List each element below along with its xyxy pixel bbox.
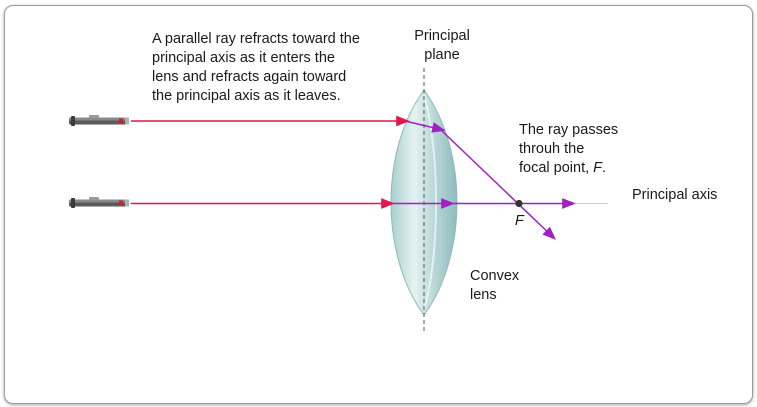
focal-caption-symbol: F <box>593 160 603 176</box>
focal-point-dot <box>515 199 523 208</box>
laser-pointer-icon <box>69 197 129 208</box>
laser-pointer-icon <box>69 115 129 126</box>
principal-plane-label: Principal plane <box>400 27 484 65</box>
focal-point-caption: The ray passes throuh the focal point, F… <box>519 121 618 178</box>
convex-lens-label-line: Convex <box>470 268 520 284</box>
upper-exiting-ray <box>440 129 556 240</box>
focal-caption-prefix: focal point, <box>519 160 594 176</box>
focal-point-label: F <box>515 213 524 229</box>
upper-refracted-ray <box>404 120 446 133</box>
refraction-caption-line: the principal axis as it leaves. <box>152 88 341 104</box>
refraction-caption-line: lens and refracts again toward <box>152 69 347 85</box>
focal-caption-line: throuh the <box>519 141 585 157</box>
refraction-caption-line: A parallel ray refracts toward the <box>152 31 360 47</box>
lens-highlight <box>423 94 437 311</box>
principal-plane-label-line: Principal <box>414 28 470 44</box>
principal-axis-label: Principal axis <box>632 187 718 203</box>
convex-lens-label: Convex lens <box>470 267 519 305</box>
refraction-caption-line: principal axis as it enters the <box>152 50 335 66</box>
principal-plane-label-line: plane <box>424 47 460 63</box>
focal-caption-line: The ray passes <box>519 122 619 138</box>
refraction-caption: A parallel ray refracts toward the princ… <box>152 30 360 106</box>
convex-lens-label-line: lens <box>470 287 497 303</box>
focal-caption-line: focal point, F. <box>519 159 618 178</box>
focal-caption-suffix: . <box>602 160 607 176</box>
